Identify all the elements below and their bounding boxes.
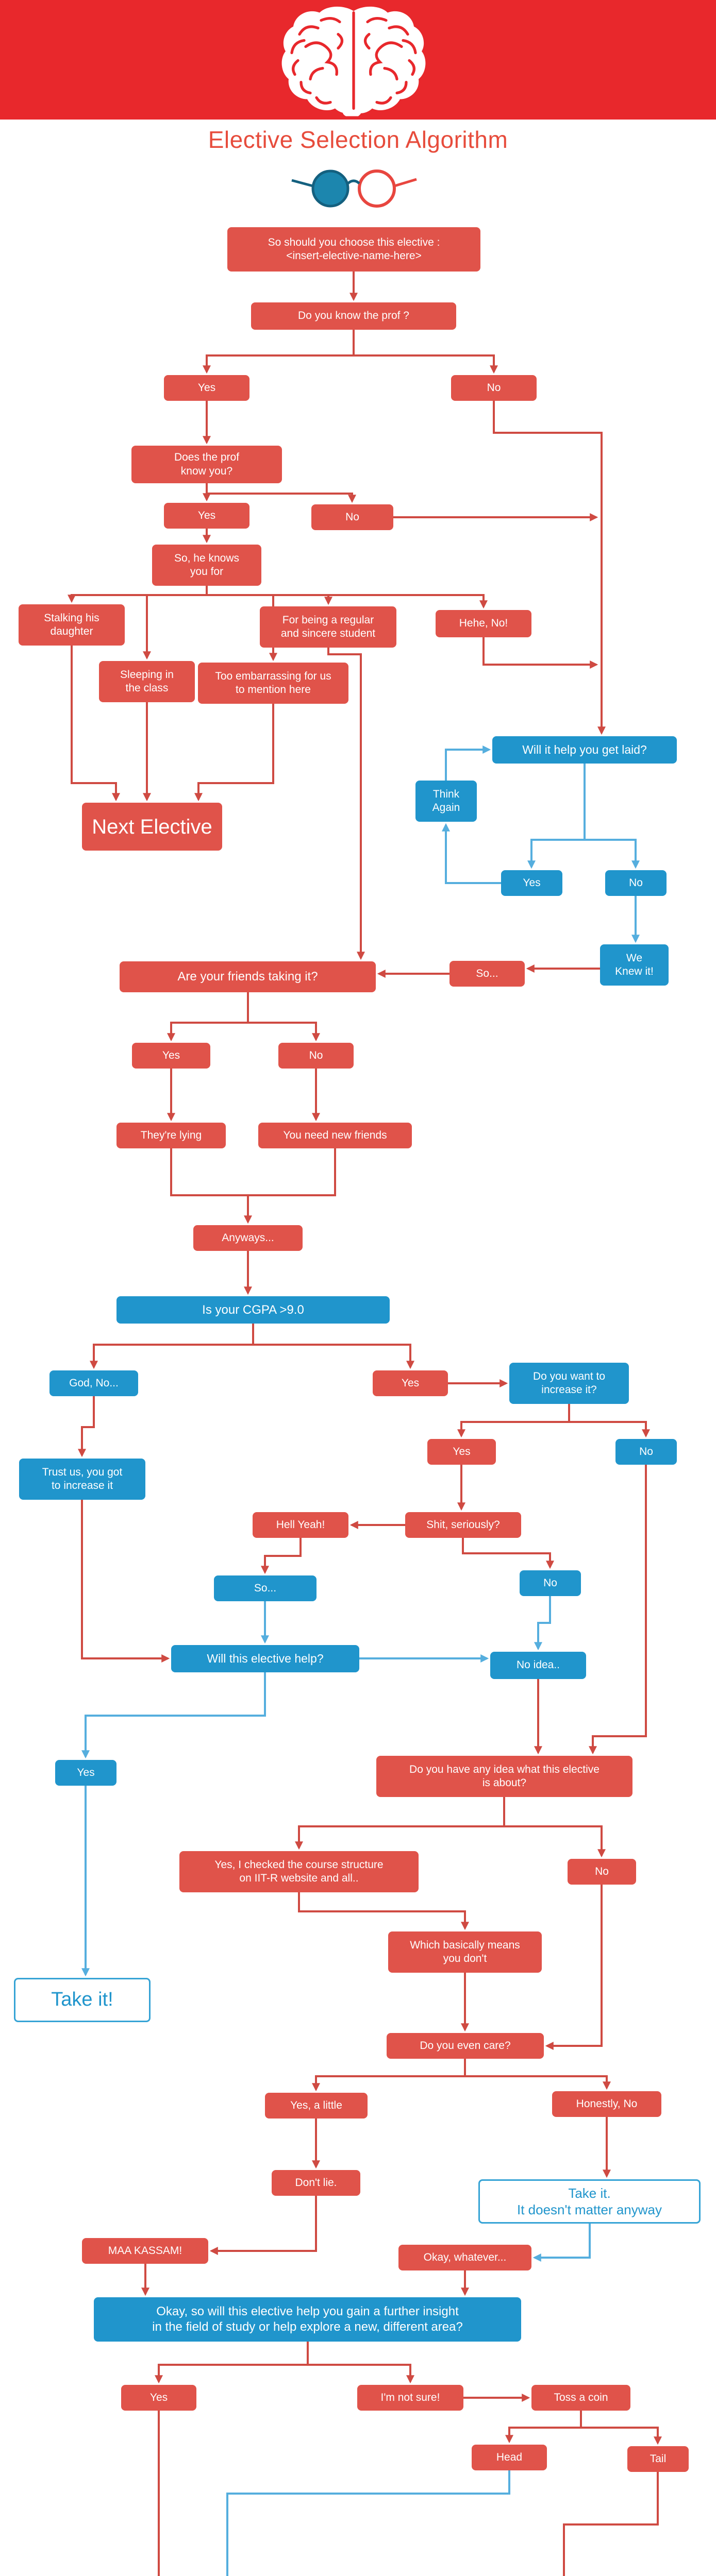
node-do-you-care: Do you even care? xyxy=(387,2033,544,2059)
node-prof-know-you: Does the prof know you? xyxy=(131,446,282,483)
node-friends-taking: Are your friends taking it? xyxy=(120,961,376,992)
node-need-new-friends: You need new friends xyxy=(258,1123,412,1148)
node-know-prof-no: No xyxy=(451,375,537,401)
node-will-elective-help: Will this elective help? xyxy=(171,1645,359,1672)
brain-icon xyxy=(281,6,426,116)
node-shit-no: No xyxy=(520,1570,581,1596)
node-god-no: God, No... xyxy=(49,1370,138,1396)
node-means-you-dont: Which basically means you don't xyxy=(388,1931,542,1973)
node-dont-lie: Don't lie. xyxy=(272,2170,360,2196)
node-maa-kassam: MAA KASSAM! xyxy=(82,2238,208,2264)
node-intro: So should you choose this elective : <in… xyxy=(227,227,480,272)
node-head: Head xyxy=(472,2445,547,2470)
node-theyre-lying: They're lying xyxy=(116,1123,226,1148)
node-so-2: So... xyxy=(214,1575,317,1601)
node-trust-us: Trust us, you got to increase it xyxy=(19,1459,145,1500)
node-anyways: Anyways... xyxy=(193,1225,303,1251)
node-laid-yes: Yes xyxy=(501,870,562,896)
node-increase-it: Do you want to increase it? xyxy=(509,1363,629,1404)
node-cgpa-yes: Yes xyxy=(373,1370,448,1396)
page-title: Elective Selection Algorithm xyxy=(208,126,508,153)
node-final-yes: Yes xyxy=(121,2385,196,2411)
node-stalking-daughter: Stalking his daughter xyxy=(19,604,125,646)
node-checked-course: Yes, I checked the course structure on I… xyxy=(179,1851,419,1892)
node-next-elective-1: Next Elective xyxy=(82,803,222,851)
glasses-icon xyxy=(291,170,417,208)
node-hehe-no: Hehe, No! xyxy=(436,610,531,637)
node-tail: Tail xyxy=(627,2446,689,2472)
node-not-sure: I'm not sure! xyxy=(357,2385,463,2411)
node-he-knows-you-for: So, he knows you for xyxy=(152,545,261,586)
node-laid-no: No xyxy=(605,870,667,896)
node-know-prof-yes: Yes xyxy=(164,375,249,401)
node-so-1: So... xyxy=(449,961,525,987)
node-idea-no: No xyxy=(568,1859,636,1885)
node-get-laid: Will it help you get laid? xyxy=(492,736,677,764)
node-too-embarrassing: Too embarrassing for us to mention here xyxy=(198,663,348,704)
node-help-yes: Yes xyxy=(55,1760,116,1786)
node-any-idea-about: Do you have any idea what this elective … xyxy=(376,1756,632,1797)
node-care-honestly-no: Honestly, No xyxy=(552,2091,661,2117)
node-we-knew-it: We Knew it! xyxy=(600,944,669,986)
node-no-idea: No idea.. xyxy=(490,1652,586,1679)
node-hell-yeah: Hell Yeah! xyxy=(253,1512,348,1538)
node-toss-coin: Toss a coin xyxy=(531,2385,630,2411)
node-take-it-1: Take it! xyxy=(14,1978,151,2022)
node-take-it-doesnt-matter: Take it. It doesn't matter anyway xyxy=(478,2179,701,2224)
node-friends-yes: Yes xyxy=(132,1043,210,1069)
node-regular-sincere: For being a regular and sincere student xyxy=(260,606,396,648)
node-okay-whatever: Okay, whatever... xyxy=(398,2245,531,2270)
red-edges xyxy=(68,272,662,2576)
node-final-question: Okay, so will this elective help you gai… xyxy=(94,2297,521,2342)
node-cgpa: Is your CGPA >9.0 xyxy=(116,1296,390,1324)
node-friends-no: No xyxy=(278,1043,354,1069)
node-prof-knows-no: No xyxy=(311,504,393,530)
node-increase-yes: Yes xyxy=(427,1439,496,1465)
blue-edges xyxy=(81,745,640,2576)
node-shit-seriously: Shit, seriously? xyxy=(405,1512,521,1538)
node-prof-knows-yes: Yes xyxy=(164,503,249,529)
node-increase-no: No xyxy=(615,1439,677,1465)
node-care-yes-little: Yes, a little xyxy=(265,2093,368,2119)
node-sleeping-class: Sleeping in the class xyxy=(99,661,195,702)
node-know-prof: Do you know the prof ? xyxy=(251,302,456,330)
node-think-again: Think Again xyxy=(415,781,477,822)
